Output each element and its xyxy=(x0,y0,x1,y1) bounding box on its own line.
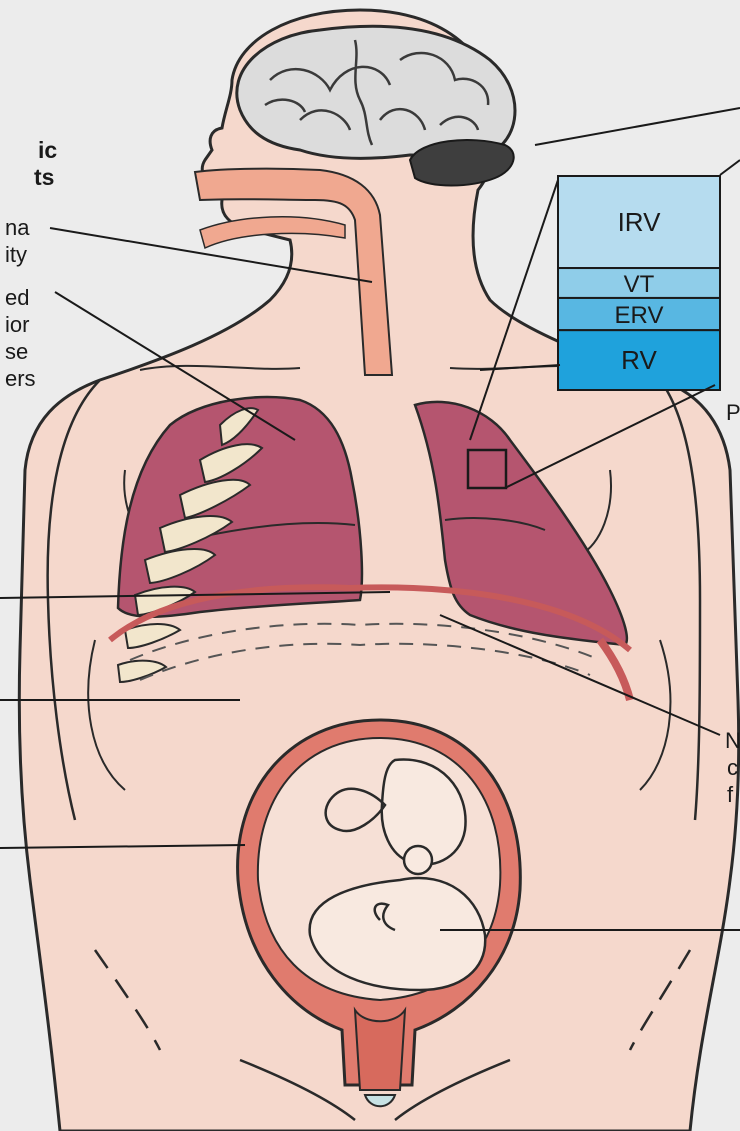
volume-label-rv: RV xyxy=(621,345,657,375)
label-1-line-2: ity xyxy=(5,242,27,267)
volume-label-irv: IRV xyxy=(618,207,662,237)
label-2-line-4: ers xyxy=(5,366,36,391)
label-right-lower-2: c xyxy=(727,755,738,780)
volume-label-vt: VT xyxy=(624,271,655,298)
heading-line-1: ic xyxy=(38,137,57,163)
lung-volume-bar: IRV VT ERV RV xyxy=(558,176,720,390)
cervix xyxy=(355,1010,405,1090)
label-1-line-1: na xyxy=(5,215,30,240)
label-right-p: P xyxy=(726,400,740,425)
label-2-line-1: ed xyxy=(5,285,29,310)
label-2-line-2: ior xyxy=(5,312,29,337)
label-right-lower-1: N xyxy=(725,728,740,753)
volume-label-erv: ERV xyxy=(615,302,664,329)
label-right-lower-3: f xyxy=(727,782,734,807)
heading-line-2: ts xyxy=(34,164,54,190)
label-2-line-3: se xyxy=(5,339,28,364)
